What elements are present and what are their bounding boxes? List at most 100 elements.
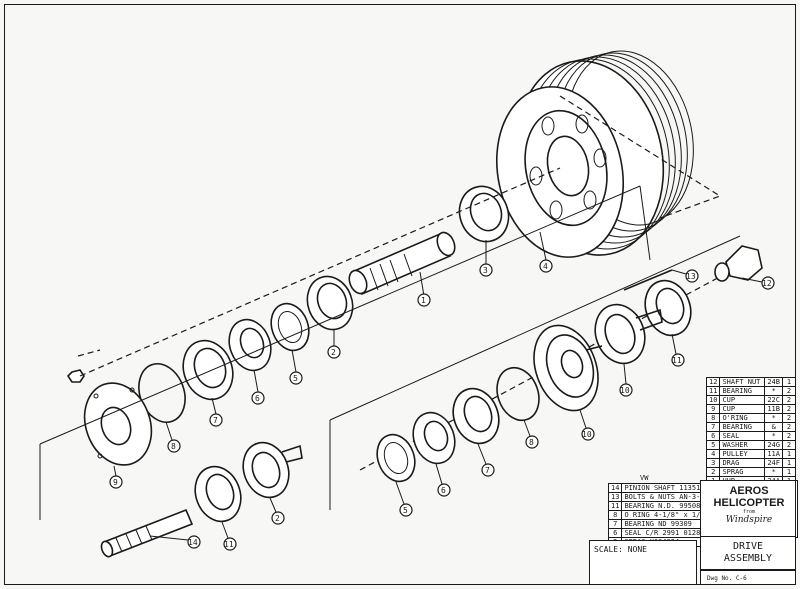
drag-clamp-part	[585, 303, 663, 365]
vw-parts-cell-no: 7	[607, 519, 623, 529]
vw-parts-cell-no: 6	[607, 528, 623, 538]
parts-cell-no: 9	[705, 404, 721, 414]
parts-cell-qty: 1	[782, 467, 796, 477]
parts-cell-qty: 2	[782, 404, 796, 414]
svg-text:2: 2	[331, 348, 336, 357]
callout-4: 4	[539, 231, 553, 273]
svg-text:4: 4	[543, 262, 548, 271]
parts-cell-no: 2	[705, 467, 721, 477]
svg-text:5: 5	[293, 374, 298, 383]
drawing-name-line-2: ASSEMBLY	[723, 553, 773, 564]
parts-cell-no: 7	[705, 422, 721, 432]
svg-text:5: 5	[403, 506, 408, 515]
vw-parts-cell-no: 8	[607, 510, 623, 520]
callout-7b: 7	[477, 443, 495, 477]
parts-cell-qty: 1	[782, 449, 796, 459]
callout-5b: 5	[395, 481, 413, 517]
shaft-nut-part	[714, 245, 763, 282]
drawing-name-box: DRIVE ASSEMBLY	[700, 536, 796, 570]
parts-cell-desc: DRAG	[719, 458, 766, 468]
parts-cell-no: 12	[705, 377, 721, 387]
parts-cell-desc: CUP	[719, 404, 766, 414]
svg-text:3: 3	[483, 266, 488, 275]
title-block: AEROS HELICOPTER from Windspire	[700, 480, 798, 538]
callout-10b: 10	[619, 363, 633, 397]
callout-8: 8	[165, 421, 181, 453]
parts-cell-qty: 2	[782, 413, 796, 423]
parts-cell-qty: 2	[782, 440, 796, 450]
parts-cell-ref: *	[764, 386, 783, 396]
parts-cell-no: 8	[705, 413, 721, 423]
cup-flange-part	[533, 324, 599, 412]
svg-text:2: 2	[275, 514, 280, 523]
svg-text:12: 12	[762, 279, 772, 288]
washer-lower-bore	[383, 442, 409, 474]
bearing-pinion-bore	[205, 473, 235, 511]
parts-cell-ref: *	[764, 467, 783, 477]
vw-parts-cell-no: 14	[607, 483, 623, 493]
parts-cell-desc: SHAFT NUT	[719, 377, 766, 387]
left-group-frame-lines	[39, 185, 651, 520]
parts-cell-ref: 24G	[764, 440, 783, 450]
parts-cell-no: 4	[705, 449, 721, 459]
callout-11: 11	[671, 333, 685, 367]
drag-ring-part	[458, 185, 510, 243]
parts-cell-ref: 24B	[764, 377, 783, 387]
parts-cell-desc: WASHER	[719, 440, 766, 450]
parts-cell-qty: 1	[782, 377, 796, 387]
small-nut-part	[66, 369, 85, 383]
callout-2b: 2	[269, 497, 285, 525]
washer-bore	[277, 311, 303, 343]
callout-12: 12	[741, 276, 775, 290]
parts-cell-desc: CUP	[719, 395, 766, 405]
bolt-part	[623, 269, 673, 291]
callout-1: 1	[417, 271, 431, 307]
parts-cell-ref: *	[764, 413, 783, 423]
parts-cell-desc: BEARING	[719, 386, 766, 396]
title-line-1: AEROS	[729, 485, 769, 497]
callout-13: 13	[671, 269, 699, 283]
parts-cell-ref: 22C	[764, 395, 783, 405]
parts-cell-qty: 1	[782, 458, 796, 468]
parts-cell-desc: SEAL	[719, 431, 766, 441]
sprag-lower-part	[242, 441, 303, 499]
parts-cell-no: 3	[705, 458, 721, 468]
seal-lower-bore	[423, 420, 449, 452]
o-ring-right-part	[496, 366, 540, 422]
scale-box: SCALE: NONE	[589, 540, 697, 585]
upper-axis-line	[79, 167, 561, 377]
svg-text:6: 6	[255, 394, 260, 403]
svg-text:11: 11	[224, 540, 234, 549]
parts-cell-desc: SPRAG	[719, 467, 766, 477]
parts-cell-ref: 24F	[764, 458, 783, 468]
title-line-2: HELICOPTER	[713, 497, 785, 509]
svg-text:7: 7	[213, 416, 218, 425]
parts-cell-qty: 2	[782, 395, 796, 405]
drawing-number: Dwg No. C-6	[700, 570, 796, 585]
vw-label: VW	[640, 474, 649, 482]
callout-9: 9	[109, 465, 123, 489]
pulley-part	[495, 50, 694, 258]
pulley-dash-outline	[559, 95, 722, 219]
sprag-part	[306, 275, 354, 331]
parts-cell-qty: 2	[782, 431, 796, 441]
bearing-right-part	[644, 279, 692, 337]
title-from: from	[742, 509, 756, 515]
bearing-bore	[193, 347, 227, 389]
bearing-lower-bore	[463, 395, 493, 433]
parts-cell-qty: 2	[782, 386, 796, 396]
callout-14: 14	[149, 535, 201, 549]
callout-7: 7	[209, 397, 223, 427]
right-group-frame-lines	[329, 235, 741, 510]
title-brand: Windspire	[725, 515, 773, 525]
callout-8b: 8	[523, 419, 539, 449]
